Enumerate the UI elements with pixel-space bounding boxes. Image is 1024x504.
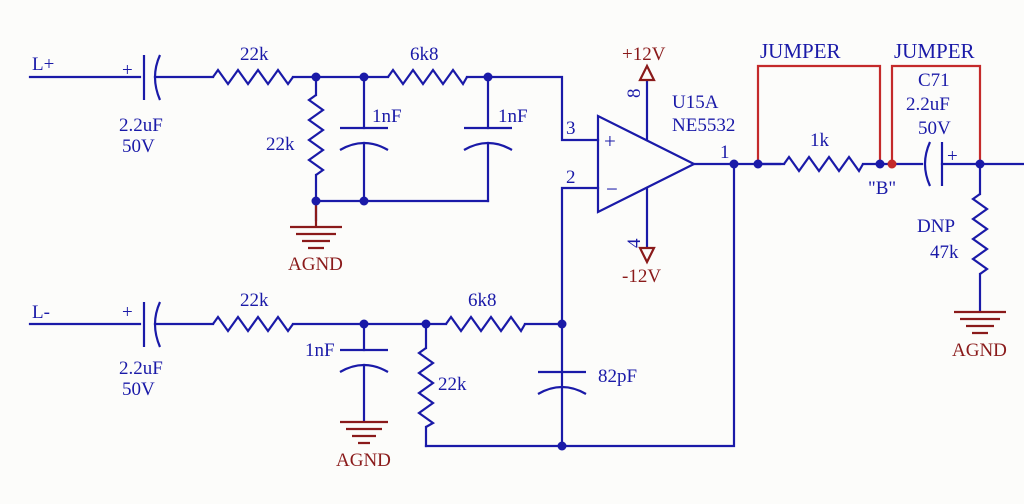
junctions-output [753, 159, 985, 169]
cap-pos-1: 1nF [339, 75, 402, 203]
opamp-pin-3: 3 [566, 118, 576, 139]
jumper-2: JUMPER [890, 39, 982, 164]
input-l-plus-label: L+ [32, 54, 54, 75]
gnd-symbol-bottom: AGND [336, 420, 391, 471]
resistor-neg-shunt: 22k [417, 322, 467, 448]
resistor-pos-shunt-label: 22k [266, 134, 295, 155]
resistor-neg-feed: 6k8 [445, 290, 526, 334]
jumper-2-label: JUMPER [894, 39, 975, 63]
opamp-pin-1: 1 [720, 142, 730, 163]
gnd-symbol-top: AGND [288, 201, 343, 275]
net-label-b: "B" [868, 178, 896, 199]
cap-feedback: 82pF [537, 366, 637, 395]
cap-pos-2-label: 1nF [498, 106, 528, 127]
gnd-label-bottom: AGND [336, 450, 391, 471]
input-l-minus-label: L- [32, 302, 50, 323]
junctions-top [311, 72, 493, 206]
jumper-1-label: JUMPER [760, 39, 841, 63]
cap-input-neg: + 2.2uF 50V [119, 301, 163, 400]
cap-input-pos-voltage: 50V [122, 136, 155, 157]
opamp-in-neg-sign: − [606, 177, 618, 201]
resistor-dnp-flag: DNP [917, 216, 955, 237]
opamp-pin-2: 2 [566, 167, 576, 188]
opamp-pin-8: 8 [624, 89, 645, 99]
resistor-pos-feed-label: 6k8 [410, 44, 439, 65]
cap-input-neg-voltage: 50V [122, 379, 155, 400]
cap-pos-1-label: 1nF [372, 106, 402, 127]
cap-neg-1: 1nF [305, 322, 389, 422]
gnd-label-right: AGND [952, 340, 1007, 361]
resistor-neg-feed-label: 6k8 [468, 290, 497, 311]
cap-c71-value: 2.2uF [906, 94, 950, 115]
resistor-pos-series: 22k [212, 44, 294, 86]
cap-c71-voltage: 50V [918, 118, 951, 139]
cap-input-pos-value: 2.2uF [119, 115, 163, 136]
resistor-dnp: DNP 47k [917, 162, 989, 312]
cap-c71: C71 2.2uF 50V + [906, 70, 958, 187]
gnd-label-top: AGND [288, 254, 343, 275]
gnd-symbol-right: AGND [952, 310, 1007, 361]
cap-input-pos: + 2.2uF 50V [119, 54, 163, 157]
jumper-1: JUMPER [756, 39, 882, 164]
resistor-out: 1k [783, 130, 864, 174]
cap-c71-ref: C71 [918, 70, 950, 91]
cap-input-neg-value: 2.2uF [119, 358, 163, 379]
resistor-dnp-value: 47k [930, 242, 959, 263]
cap-pos-2: 1nF [463, 75, 528, 203]
resistor-pos-feed: 6k8 [387, 44, 468, 87]
power-vee-label: -12V [622, 266, 661, 287]
cap-neg-1-label: 1nF [305, 340, 335, 361]
net-label-b-text: "B" [868, 178, 896, 199]
input-l-minus: L- [28, 302, 142, 326]
opamp-part: NE5532 [672, 115, 735, 136]
power-vcc: +12V [622, 44, 666, 142]
resistor-neg-shunt-label: 22k [438, 374, 467, 395]
resistor-pos-series-label: 22k [240, 44, 269, 65]
power-vcc-label: +12V [622, 44, 666, 65]
opamp-pin-4: 4 [624, 238, 645, 248]
power-vee: -12V [622, 186, 661, 287]
cap-c71-polarity: + [947, 146, 958, 167]
input-l-plus: L+ [28, 54, 142, 79]
cap-input-neg-polarity: + [122, 302, 133, 323]
resistor-neg-series: 22k [212, 290, 294, 333]
opamp-u15a: + − U15A NE5532 3 2 1 8 4 [566, 89, 735, 249]
opamp-in-pos-sign: + [604, 129, 616, 153]
resistor-out-label: 1k [810, 130, 830, 151]
junctions-bottom [359, 159, 739, 451]
resistor-neg-series-label: 22k [240, 290, 269, 311]
cap-feedback-label: 82pF [598, 366, 637, 387]
cap-input-pos-polarity: + [122, 60, 133, 81]
opamp-ref: U15A [672, 92, 719, 113]
